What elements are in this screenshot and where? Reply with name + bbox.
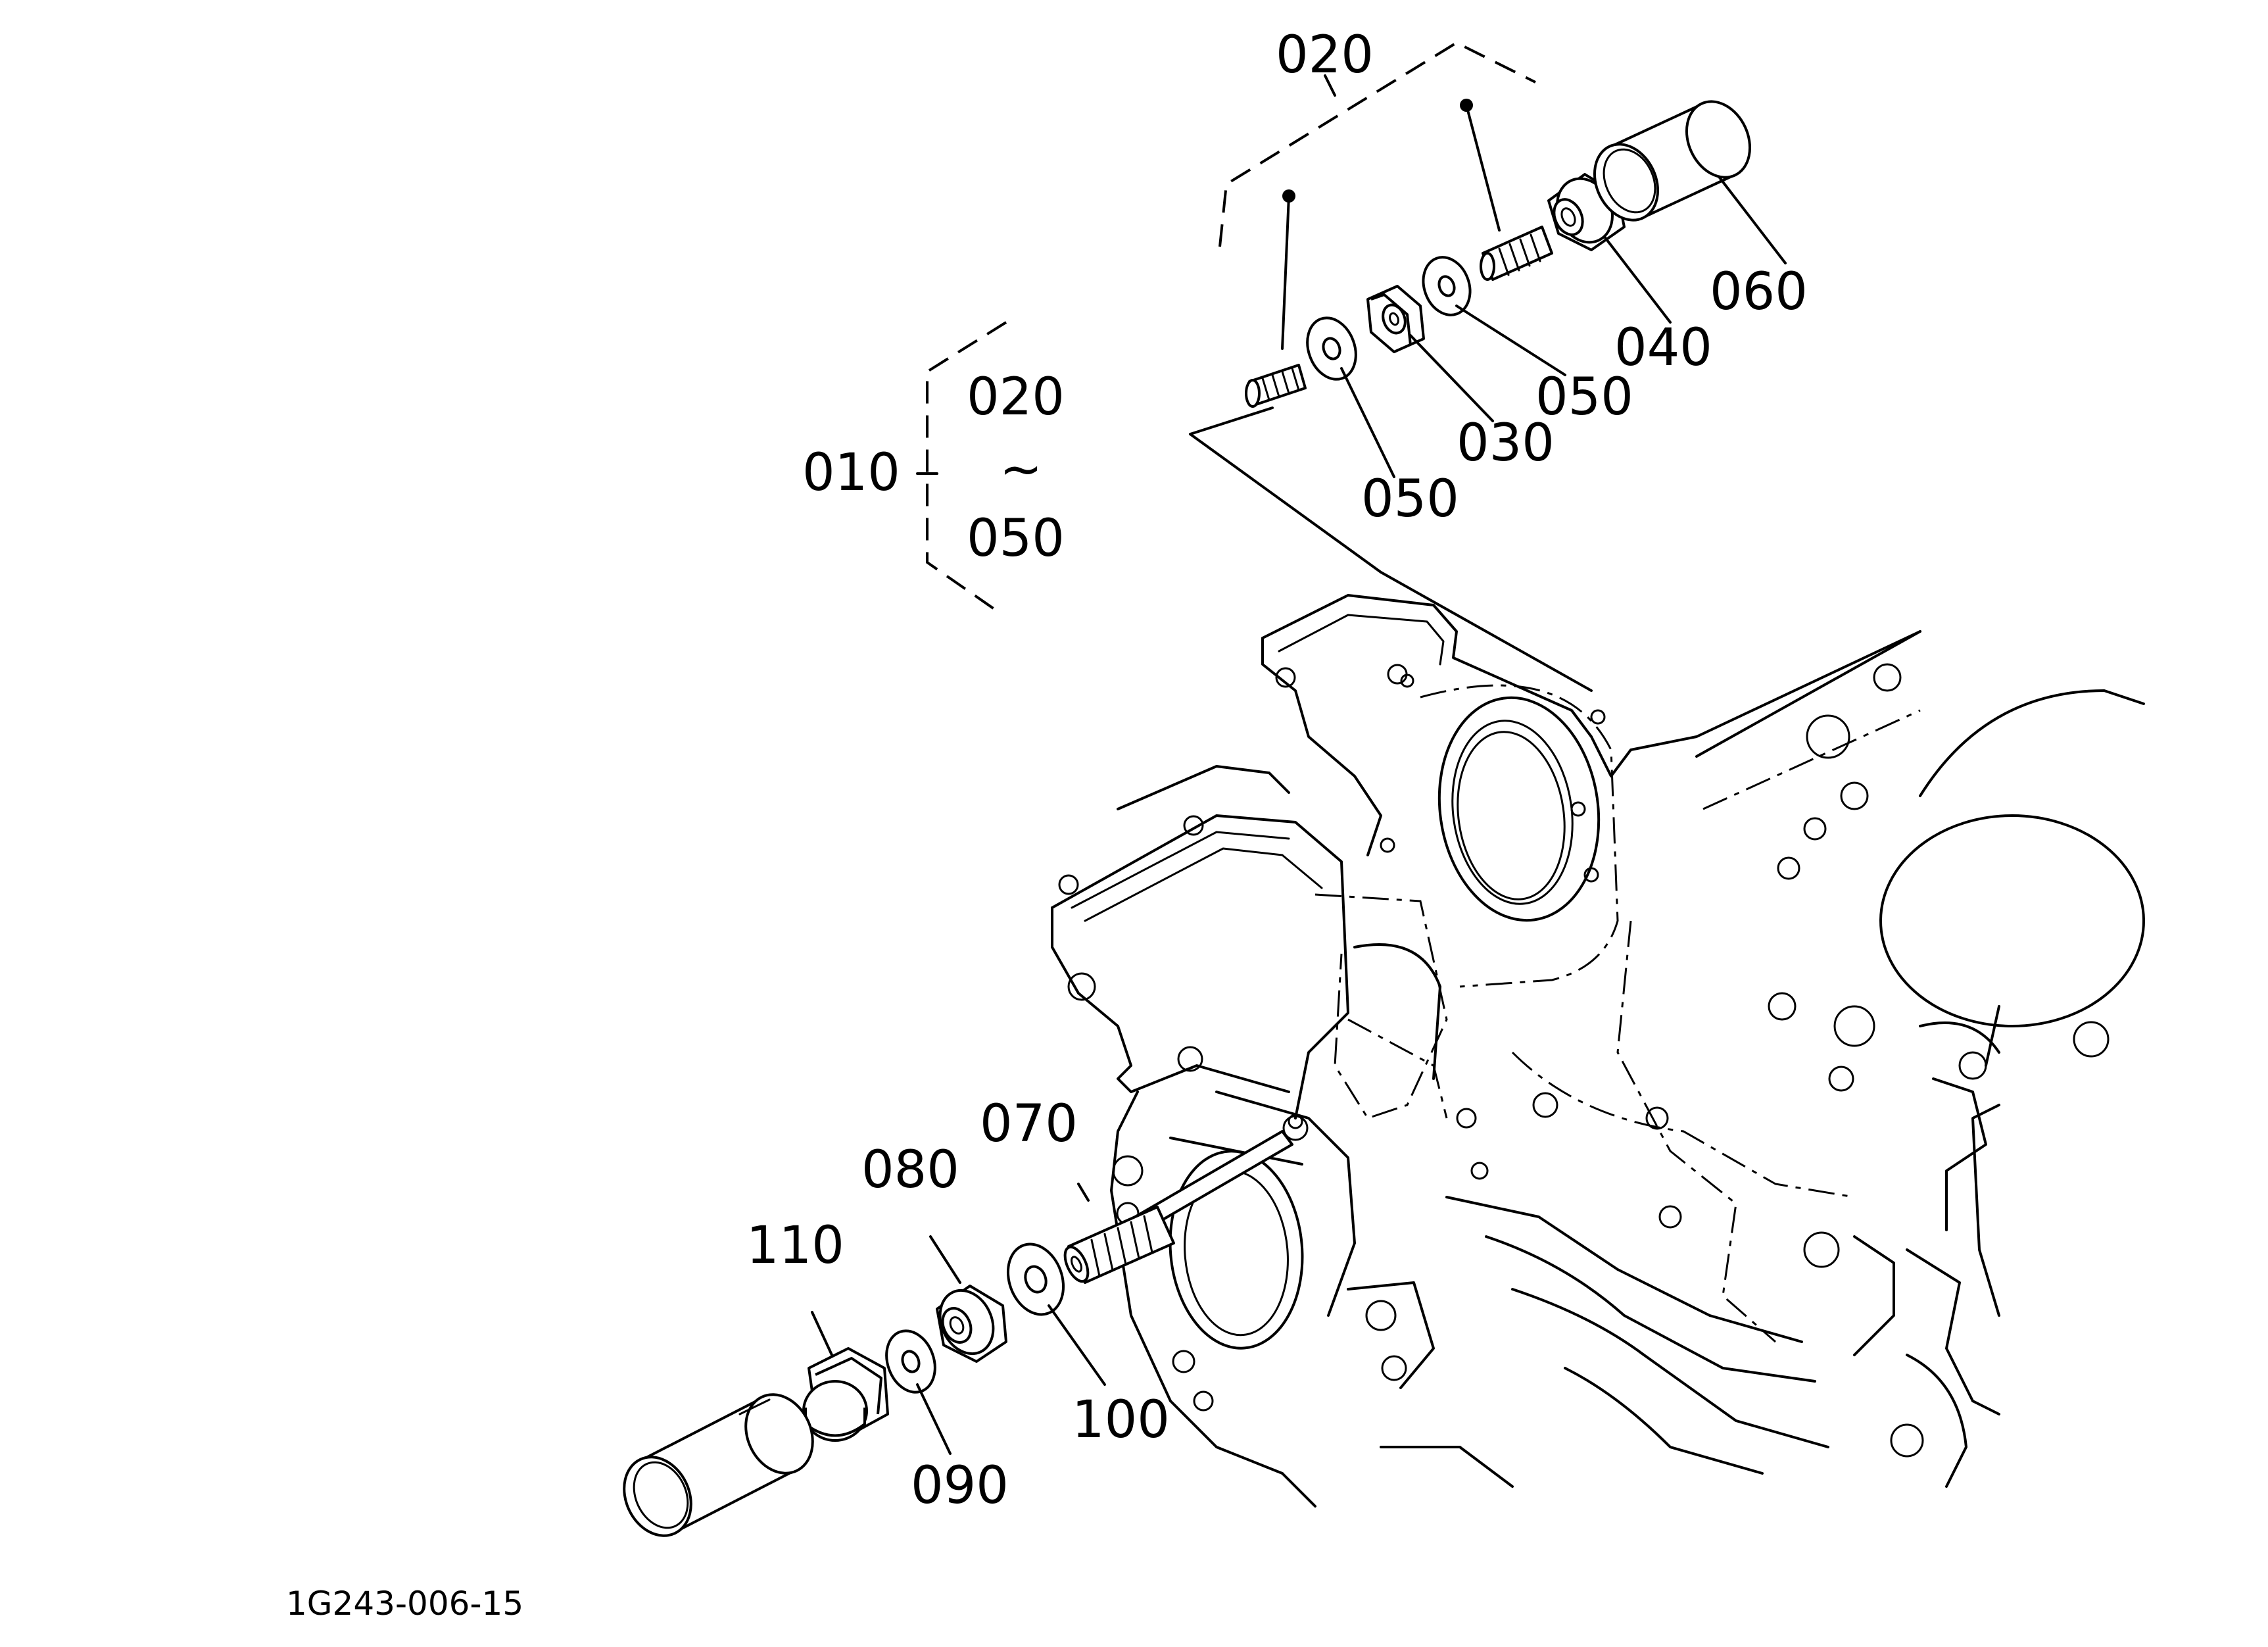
callout-080: 080 (861, 1141, 959, 1200)
callout-050-right: 050 (1535, 368, 1633, 427)
callout-range-tilde: ~ (1000, 440, 1042, 499)
callout-labels: 020 020 ~ 050 010 050 030 050 040 060 07… (286, 26, 1808, 1623)
leader-080 (929, 1235, 961, 1284)
cap-nut-080 (936, 1285, 1007, 1363)
callout-050-left: 050 (1361, 470, 1459, 529)
leader-030 (1409, 334, 1494, 422)
pointer-line (1465, 104, 1501, 232)
leader-050-left (1340, 367, 1395, 478)
callout-020-group: 020 (967, 368, 1065, 427)
assembly-bracket-020 (1218, 41, 1536, 247)
washer-100 (1006, 1242, 1065, 1316)
callout-050-group: 050 (967, 509, 1065, 568)
washer-050-right (1422, 256, 1472, 316)
pointer-line (1281, 195, 1290, 350)
washer-050-left (1306, 316, 1357, 381)
callout-110: 110 (746, 1216, 844, 1275)
leader-090 (916, 1383, 952, 1455)
callout-100: 100 (1072, 1390, 1170, 1450)
threaded-stud-small (1245, 364, 1307, 408)
callout-040: 040 (1614, 318, 1712, 378)
upper-valve-assembly (1218, 41, 1787, 478)
leader-060 (1718, 176, 1787, 264)
engine-block-outline (1051, 406, 2145, 1508)
callout-060: 060 (1710, 262, 1808, 322)
leader-100 (1048, 1304, 1106, 1386)
bracket-tick (1324, 74, 1336, 97)
cap-cylinder-lower (623, 1393, 814, 1537)
cap-060 (1593, 100, 1752, 222)
cap-nut-110 (802, 1347, 889, 1442)
leader-070 (1077, 1183, 1090, 1202)
callout-090: 090 (911, 1456, 1009, 1515)
leader-050-right (1455, 305, 1566, 376)
drawing-code: 1G243-006-15 (286, 1585, 523, 1623)
leader-040 (1603, 235, 1672, 324)
callout-010: 010 (802, 443, 900, 503)
callout-070: 070 (980, 1094, 1078, 1154)
stud-070 (1063, 1130, 1293, 1284)
threaded-stud-right (1480, 226, 1553, 281)
washer-090 (885, 1329, 936, 1394)
leader-110 (811, 1311, 833, 1356)
group-bracket-010 (916, 321, 1007, 616)
callout-030: 030 (1457, 414, 1555, 473)
callout-020-assembly: 020 (1276, 26, 1374, 85)
lower-valve-assembly (623, 1130, 1293, 1537)
